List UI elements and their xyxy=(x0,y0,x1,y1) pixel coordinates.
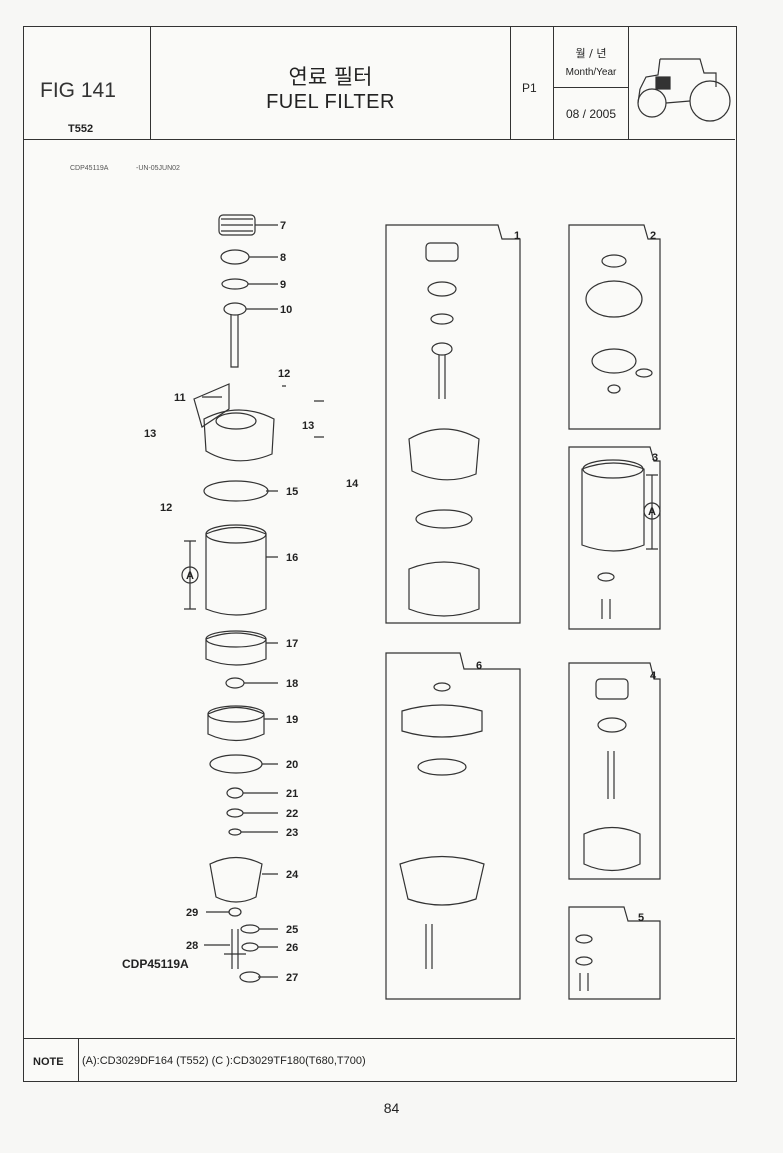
callout: 8 xyxy=(280,252,286,264)
part-17-collar xyxy=(205,632,267,666)
callout: 13 xyxy=(302,420,314,432)
callout: 5 xyxy=(638,912,644,924)
callout: 6 xyxy=(476,660,482,672)
part-10 xyxy=(223,302,247,316)
callout: 16 xyxy=(286,552,298,564)
part-20-ring xyxy=(209,754,263,774)
callout: 14 xyxy=(346,478,359,490)
callout: 9 xyxy=(280,279,286,291)
date-cell: 월 / 년 Month/Year 08 / 2005 xyxy=(554,27,629,139)
callout: 10 xyxy=(280,304,292,316)
header: FIG 141 T552 연료 필터 FUEL FILTER P1 월 / 년 … xyxy=(24,27,735,140)
callout-labels: 7 8 9 10 11 12 13 13 14 12 15 16 17 18 1… xyxy=(144,220,658,984)
part-24-bowl xyxy=(209,856,263,903)
callout: 26 xyxy=(286,942,298,954)
callout: 27 xyxy=(286,972,298,984)
inset-5 xyxy=(568,906,661,1000)
callout: 13 xyxy=(144,428,156,440)
filter-head xyxy=(203,409,275,462)
callout: 11 xyxy=(174,392,186,404)
callout: 12 xyxy=(278,368,290,380)
callout: 20 xyxy=(286,759,298,771)
part-15-ring xyxy=(203,480,269,502)
page-code: P1 xyxy=(522,81,537,95)
callout: 22 xyxy=(286,808,298,820)
page-frame: FIG 141 T552 연료 필터 FUEL FILTER P1 월 / 년 … xyxy=(23,26,737,1082)
part-8 xyxy=(220,249,250,265)
part-19 xyxy=(207,706,265,742)
part-16-filter xyxy=(205,526,267,616)
title-english: FUEL FILTER xyxy=(266,91,395,113)
callout: 21 xyxy=(286,788,298,800)
model-code: T552 xyxy=(68,123,94,135)
figure-cell: FIG 141 T552 xyxy=(24,27,151,139)
callout: 23 xyxy=(286,827,298,839)
reference-date: -UN-05JUN02 xyxy=(136,165,180,172)
callout: 29 xyxy=(186,907,198,919)
callout: 25 xyxy=(286,924,298,936)
inset-4 xyxy=(568,662,661,880)
part-9-ring xyxy=(221,278,249,290)
callout: 7 xyxy=(280,220,286,232)
inset-1 xyxy=(385,224,521,624)
title-cell: 연료 필터 FUEL FILTER xyxy=(151,27,511,139)
callout: 19 xyxy=(286,714,298,726)
note-row: NOTE (A):CD3029DF164 (T552) (C ):CD3029T… xyxy=(24,1038,735,1081)
date-label-english: Month/Year xyxy=(565,67,617,78)
callout: 12 xyxy=(160,502,172,514)
title-korean: 연료 필터 xyxy=(288,65,373,89)
date-label-korean: 월 / 년 xyxy=(575,47,607,60)
inset-2 xyxy=(568,224,661,430)
callout: 28 xyxy=(186,940,198,952)
inset-3 xyxy=(568,446,661,630)
callout: 15 xyxy=(286,486,298,498)
date-divider xyxy=(554,87,628,88)
dimension-label: A xyxy=(186,570,194,582)
callout: 2 xyxy=(650,230,656,242)
callout: 17 xyxy=(286,638,298,650)
note-text: (A):CD3029DF164 (T552) (C ):CD3029TF180(… xyxy=(82,1055,366,1067)
callout: 24 xyxy=(286,869,299,881)
tractor-icon xyxy=(637,58,731,122)
part-18-ring xyxy=(225,677,245,689)
reference-code: CDP45119A xyxy=(70,165,109,172)
page-cell: P1 xyxy=(511,27,554,139)
date-value: 08 / 2005 xyxy=(565,107,617,121)
note-label: NOTE xyxy=(33,1056,64,1068)
figure-number: FIG 141 xyxy=(40,79,116,102)
part-11-bracket xyxy=(193,383,230,428)
callout: 4 xyxy=(650,670,657,682)
note-header: NOTE xyxy=(24,1039,79,1081)
callout: 18 xyxy=(286,678,298,690)
inset-6 xyxy=(385,652,521,1000)
diagram-caption: CDP45119A xyxy=(122,957,189,971)
exploded-diagram: 7 8 9 10 11 12 13 13 14 12 15 16 17 18 1… xyxy=(144,214,661,1000)
callout: 3 xyxy=(652,452,658,464)
dimension-label: A xyxy=(648,506,656,518)
page-number: 84 xyxy=(383,1100,400,1116)
callout: 1 xyxy=(514,230,520,242)
